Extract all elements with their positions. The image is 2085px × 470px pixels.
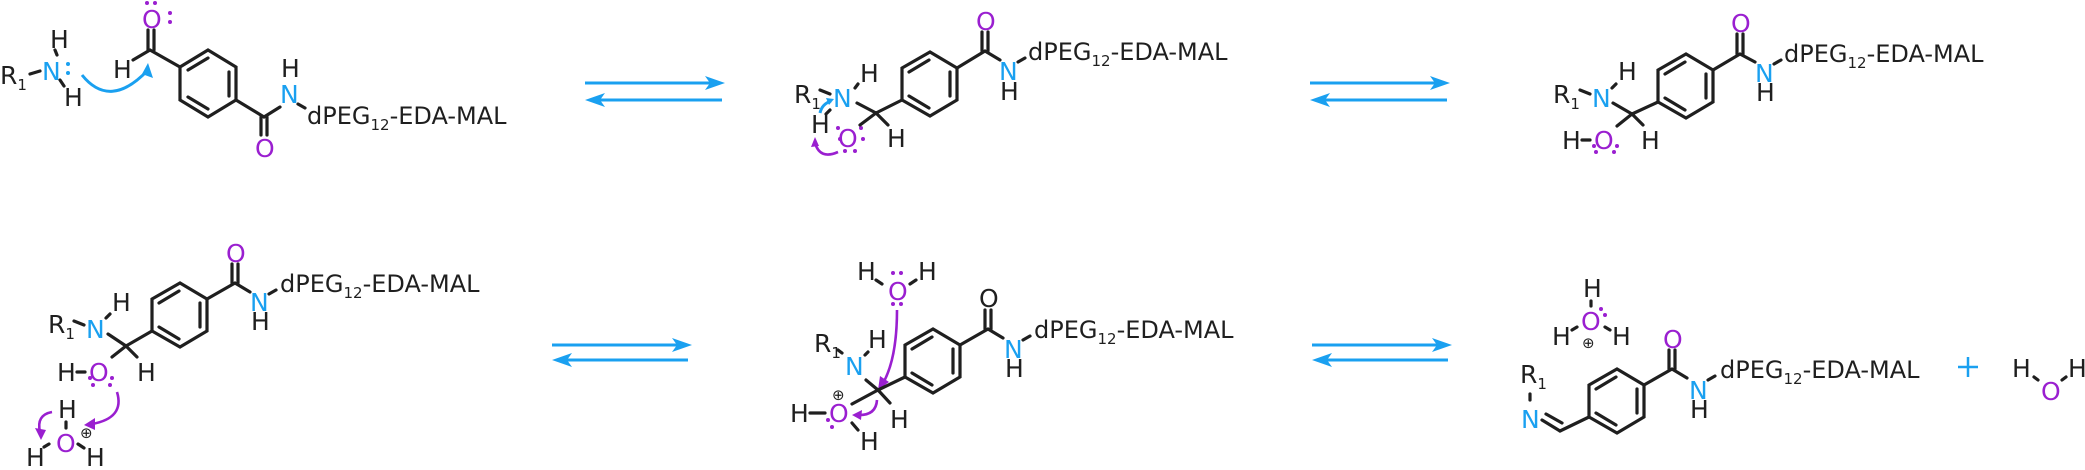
atom-h: H [112, 288, 131, 317]
atom-o-carbonyl: O [976, 7, 996, 36]
atom-o-water: O [888, 277, 908, 306]
atom-h: H [2012, 354, 2031, 383]
atom-o-oxonium: O [829, 399, 849, 428]
structure-carbinolamine: R1 N H H H O O N H dPEG12-EDA-MAL [1553, 9, 1984, 155]
peg-linker-label: dPEG12-EDA-MAL [1784, 40, 1984, 72]
atom-o-hydroxyl: O [89, 358, 109, 387]
atom-o-carbonyl: O [226, 239, 246, 268]
atom-h: H [57, 358, 76, 387]
atom-h: H [58, 395, 77, 424]
structure-amine-aldehyde: R1 N H H H O O N H dPEG12-EDA-MAL [0, 1, 507, 163]
atom-o-aldehyde: O [142, 5, 162, 34]
atom-n-amide: N [280, 80, 299, 109]
atom-h: H [281, 54, 300, 83]
atom-h: H [1583, 274, 1602, 303]
atom-h: H [1562, 126, 1581, 155]
atom-h: H [26, 443, 45, 470]
atom-h: H [857, 257, 876, 286]
peg-linker-label: dPEG12-EDA-MAL [1720, 356, 1920, 388]
atom-o-water: O [2041, 377, 2061, 406]
atom-r1: R1 [0, 61, 27, 94]
atom-h: H [251, 307, 270, 336]
atom-o: O [838, 124, 858, 153]
atom-o-hydronium: O [1581, 307, 1601, 336]
atom-o-carbonyl: O [979, 284, 999, 313]
atom-h: H [918, 257, 937, 286]
atom-n: N [845, 352, 864, 381]
atom-h: H [2068, 354, 2085, 383]
atom-o-carbonyl: O [255, 134, 275, 163]
atom-h: H [1552, 322, 1571, 351]
atom-o-carbonyl: O [1663, 325, 1683, 354]
electron-push-arrow [80, 68, 150, 93]
peg-linker-label: dPEG12-EDA-MAL [1028, 38, 1228, 70]
atom-r1: R1 [794, 80, 821, 113]
atom-r1: R1 [1520, 360, 1547, 393]
equilibrium-arrow [552, 338, 692, 367]
atom-r1: R1 [48, 310, 75, 343]
atom-h: H [860, 59, 879, 88]
atom-n: N [833, 84, 852, 113]
peg-linker-label: dPEG12-EDA-MAL [307, 102, 507, 134]
atom-n: N [1592, 84, 1611, 113]
atom-n-amide: N [1004, 335, 1023, 364]
atom-n-amide: N [1689, 376, 1708, 405]
atom-h: H [86, 443, 105, 470]
atom-h: H [860, 427, 879, 456]
plus-sign-icon [1958, 357, 1978, 377]
atom-h: H [1618, 57, 1637, 86]
atom-n-imine: N [1521, 405, 1540, 434]
atom-r1: R1 [1553, 80, 1580, 113]
structure-carbinolamine-protonation: R1 N H H H O H O ⊕ H H O [26, 239, 480, 470]
atom-h: H [64, 83, 83, 112]
atom-h: H [1641, 126, 1660, 155]
electron-push-arrow [813, 142, 839, 156]
atom-h: H [887, 124, 906, 153]
atom-h: H [868, 325, 887, 354]
atom-n-amide: N [1755, 59, 1774, 88]
atom-h: H [890, 405, 909, 434]
atom-o-hydroxyl: O [1594, 126, 1614, 155]
atom-h: H [1612, 322, 1631, 351]
structure-protonated-carbinolamine: H O H R1 N H H ⊕ H O H [790, 257, 1234, 456]
positive-charge-icon: ⊕ [832, 386, 845, 404]
equilibrium-arrow [585, 76, 725, 107]
atom-n-amine: N [42, 57, 61, 86]
equilibrium-arrow [1312, 338, 1452, 367]
electron-push-arrow [91, 391, 120, 426]
atom-h: H [811, 110, 830, 139]
electron-push-arrow [37, 410, 53, 433]
atom-h: H [1690, 395, 1709, 424]
positive-charge-icon: ⊕ [1582, 334, 1595, 352]
structure-imine-product: H O H H ⊕ R1 N O N H dPEG12-EDA-MAL [1520, 274, 2085, 435]
atom-o-carbonyl: O [1731, 9, 1751, 38]
atom-r1: R1 [814, 329, 841, 362]
atom-o-hydronium: O [56, 429, 76, 458]
atom-h: H [1005, 354, 1024, 383]
atom-h: H [50, 25, 69, 54]
structure-tetrahedral-intermediate: R1 N H H O H O N H dPEG12-EDA-MAL [794, 7, 1228, 156]
atom-h: H [137, 358, 156, 387]
atom-n-amide: N [250, 288, 269, 317]
peg-linker-label: dPEG12-EDA-MAL [1034, 316, 1234, 348]
atom-h: H [113, 55, 132, 84]
equilibrium-arrow [1310, 76, 1450, 107]
atom-n: N [86, 315, 105, 344]
atom-h: H [790, 399, 809, 428]
atom-h: H [1756, 78, 1775, 107]
positive-charge-icon: ⊕ [80, 424, 93, 442]
peg-linker-label: dPEG12-EDA-MAL [280, 270, 480, 302]
atom-n-amide: N [999, 57, 1018, 86]
atom-h: H [1000, 77, 1019, 106]
